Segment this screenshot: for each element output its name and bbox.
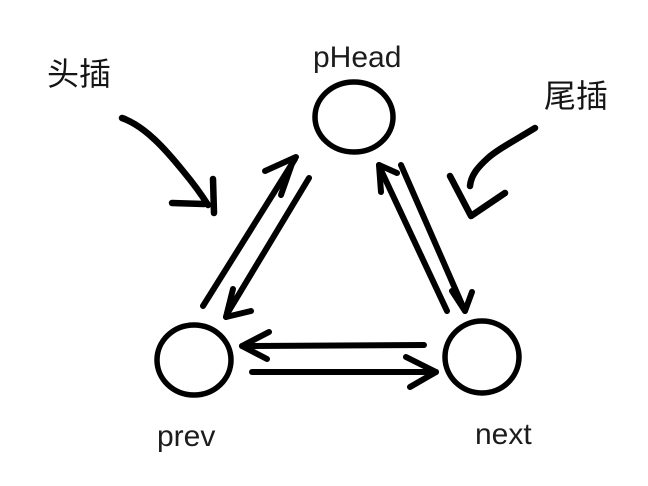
head-insert-arrow (118, 114, 218, 217)
arrow-next-to-phead (376, 162, 450, 314)
arrow-phead-to-prev (223, 175, 312, 320)
node-circle-phead (312, 79, 396, 155)
arrow-prev-to-phead (200, 154, 299, 309)
node-label-prev: prev (157, 420, 216, 453)
node-label-next: next (475, 418, 532, 451)
tail-insert-arrow (446, 124, 539, 220)
node-circle-prev (154, 322, 234, 398)
annotation-head-insert: 头插 (47, 56, 112, 92)
arrow-prev-to-next (249, 354, 439, 390)
annotation-tail-insert: 尾插 (544, 78, 609, 114)
arrow-next-to-prev (239, 329, 427, 362)
node-label-phead: pHead (313, 41, 402, 74)
arrow-phead-to-next (398, 162, 475, 314)
node-circle-next (442, 318, 522, 396)
